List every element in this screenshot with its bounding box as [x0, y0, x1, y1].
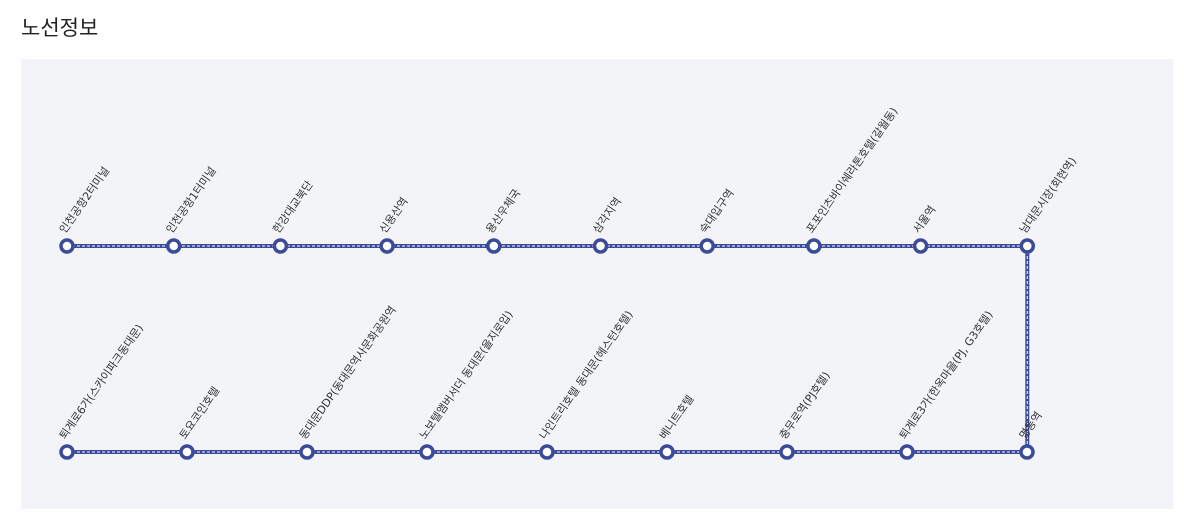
- stop-marker-upper-2[interactable]: [272, 238, 289, 254]
- stop-marker-upper-4[interactable]: [486, 238, 502, 254]
- stop-label-lower-0[interactable]: 퇴계로6가(스카이파크동대문): [57, 322, 146, 442]
- stop-marker-lower-8[interactable]: [1019, 444, 1035, 460]
- stop-marker-upper-5[interactable]: [592, 238, 609, 254]
- stop-label-upper-4[interactable]: 용산우체국: [484, 187, 524, 236]
- stop-marker-lower-6[interactable]: [779, 444, 795, 460]
- stop-marker-upper-9[interactable]: [1019, 238, 1036, 254]
- stop-marker-lower-0[interactable]: [59, 444, 75, 460]
- stop-label-upper-2[interactable]: 한강대교북단: [270, 179, 315, 236]
- route-stop-labels: 인천공항2터미널 인천공항1터미널 한강대교북단 신용산역 용산우체국 삼각지역 숙대입구역…: [56, 105, 1079, 442]
- stop-label-lower-6[interactable]: 충무로역(PJ호텔): [777, 369, 833, 441]
- stop-label-lower-3[interactable]: 노보텔앰버서더 동대문(을지로입): [417, 308, 516, 441]
- route-map-panel: 인천공항2터미널 인천공항1터미널 한강대교북단 신용산역 용산우체국 삼각지역 숙대입구역…: [21, 59, 1173, 509]
- stop-label-upper-5[interactable]: 삼각지역: [590, 195, 624, 236]
- stop-label-lower-2[interactable]: 동대문DDP(동대문역사문화공원역: [297, 304, 399, 442]
- stop-marker-upper-6[interactable]: [699, 238, 715, 254]
- stop-label-upper-1[interactable]: 인천공항1터미널: [163, 164, 219, 236]
- stop-label-upper-8[interactable]: 서울역: [910, 203, 938, 235]
- stop-marker-upper-3[interactable]: [379, 238, 395, 254]
- stop-marker-lower-7[interactable]: [899, 444, 915, 460]
- stop-label-upper-7[interactable]: 포포인츠바이쉐라톤호텔(갈월동): [803, 105, 901, 236]
- stop-marker-lower-1[interactable]: [179, 444, 195, 460]
- stop-label-lower-7[interactable]: 퇴계로3가(한옥마을(PJ, G3호텔): [897, 309, 996, 442]
- stop-label-upper-9[interactable]: 남대문시장(회현역): [1017, 155, 1079, 236]
- stop-label-upper-6[interactable]: 숙대입구역: [697, 187, 737, 236]
- page-title: 노선정보: [21, 16, 99, 40]
- stop-marker-upper-0[interactable]: [59, 238, 75, 254]
- stop-marker-lower-2[interactable]: [299, 444, 315, 460]
- stop-marker-lower-5[interactable]: [659, 444, 675, 460]
- stop-label-lower-5[interactable]: 베니트호텔: [657, 393, 697, 442]
- stop-marker-upper-8[interactable]: [912, 238, 929, 254]
- stop-label-upper-3[interactable]: 신용산역: [377, 195, 411, 236]
- stop-label-lower-8[interactable]: 명동역: [1017, 409, 1045, 441]
- stop-marker-upper-1[interactable]: [165, 238, 182, 254]
- route-map: 인천공항2터미널 인천공항1터미널 한강대교북단 신용산역 용산우체국 삼각지역 숙대입구역…: [56, 105, 1079, 460]
- stop-marker-lower-4[interactable]: [539, 444, 555, 460]
- stop-label-upper-0[interactable]: 인천공항2터미널: [56, 164, 112, 236]
- stop-marker-lower-3[interactable]: [419, 444, 435, 460]
- stop-marker-upper-7[interactable]: [806, 238, 822, 254]
- stop-label-lower-1[interactable]: 토요코인호텔: [177, 385, 222, 442]
- stop-label-lower-4[interactable]: 나인트리호텔 동대문(헤스턴호텔): [537, 308, 636, 441]
- route-stops: [59, 238, 1036, 460]
